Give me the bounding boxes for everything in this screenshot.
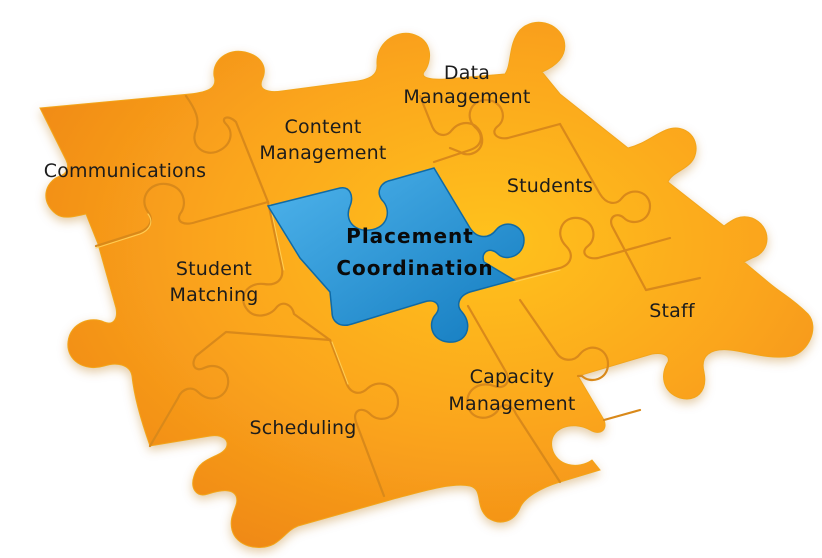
piece-label-scheduling: Scheduling [249, 417, 356, 439]
piece-label-data-management-line2: Management [403, 86, 530, 108]
piece-label-data-management-line1: Data [444, 62, 490, 84]
piece-label-staff: Staff [649, 300, 696, 322]
piece-label-capacity-management-line2: Management [448, 393, 575, 415]
center-label: Placement Coordination [336, 224, 493, 280]
center-label-line1: Placement [346, 224, 474, 248]
piece-label-students: Students [507, 175, 593, 197]
piece-label-content-management-line2: Management [259, 142, 386, 164]
piece-label-communications: Communications [44, 160, 206, 182]
center-piece [266, 167, 525, 343]
piece-label-student-matching-line2: Matching [170, 284, 259, 306]
piece-labels: DataManagementContentManagementCommunica… [44, 62, 696, 439]
piece-label-student-matching-line1: Student [176, 258, 252, 280]
piece-label-capacity-management-line1: Capacity [470, 366, 555, 388]
piece-label-content-management-line1: Content [285, 116, 362, 138]
puzzle-seams [94, 94, 702, 498]
center-label-line2: Coordination [336, 256, 493, 280]
